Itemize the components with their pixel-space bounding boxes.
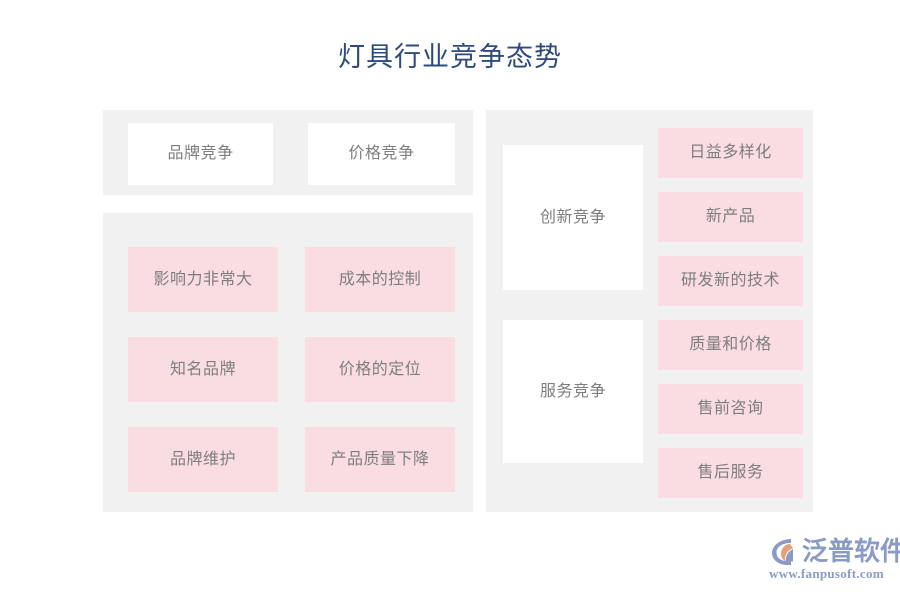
brand-logo-row: 泛普软件	[768, 534, 900, 568]
attribute-box-aftersales-service[interactable]: 售后服务	[658, 448, 803, 498]
category-box-innovation-competition[interactable]: 创新竞争	[503, 145, 643, 290]
attribute-box-new-products[interactable]: 新产品	[658, 192, 803, 242]
brand-url: www.fanpusoft.com	[769, 566, 884, 581]
attribute-box-presales-consulting[interactable]: 售前咨询	[658, 384, 803, 434]
attribute-box-brand-maintenance[interactable]: 品牌维护	[128, 427, 278, 492]
attribute-box-new-technology-rnd[interactable]: 研发新的技术	[658, 256, 803, 306]
attribute-box-price-positioning[interactable]: 价格的定位	[305, 337, 455, 402]
attribute-box-increasing-diversity[interactable]: 日益多样化	[658, 128, 803, 178]
attribute-box-cost-control[interactable]: 成本的控制	[305, 247, 455, 312]
page-title: 灯具行业竞争态势	[338, 42, 562, 72]
brand-name: 泛普软件	[802, 536, 900, 566]
fanpu-c-logo-icon	[772, 539, 793, 565]
attribute-box-quality-and-price[interactable]: 质量和价格	[658, 320, 803, 370]
category-box-price-competition[interactable]: 价格竞争	[308, 123, 455, 185]
category-box-service-competition[interactable]: 服务竞争	[503, 320, 643, 463]
attribute-box-famous-brand[interactable]: 知名品牌	[128, 337, 278, 402]
category-box-brand-competition[interactable]: 品牌竞争	[128, 123, 273, 185]
brand-watermark: 泛普软件 www.fanpusoft.com	[768, 534, 900, 586]
attribute-box-influence-large[interactable]: 影响力非常大	[128, 247, 278, 312]
attribute-box-product-quality-decline[interactable]: 产品质量下降	[305, 427, 455, 492]
